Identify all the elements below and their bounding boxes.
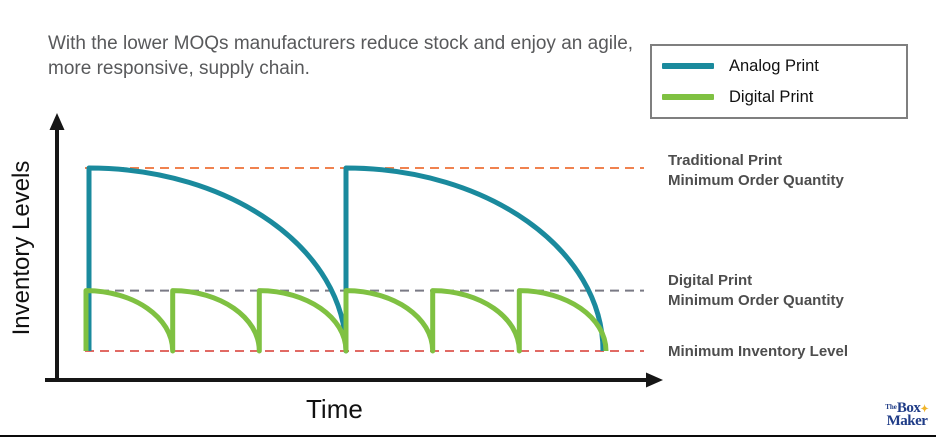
analog-line-swatch bbox=[662, 63, 714, 69]
label-line: Traditional Print bbox=[668, 152, 783, 169]
legend-label-analog: Analog Print bbox=[729, 56, 819, 75]
legend-label-digital: Digital Print bbox=[729, 87, 814, 106]
digital-line-swatch bbox=[662, 94, 714, 100]
label-digital-print-moq: Digital Print Minimum Order Quantity bbox=[668, 271, 928, 311]
label-line: Minimum Order Quantity bbox=[668, 292, 844, 309]
x-axis-title: Time bbox=[306, 394, 363, 424]
label-traditional-print-moq: Traditional Print Minimum Order Quantity bbox=[668, 151, 928, 191]
legend-item-digital: Digital Print bbox=[662, 88, 906, 107]
logo-top-line: TheBox✦ bbox=[879, 401, 935, 416]
y-axis-arrow bbox=[49, 113, 65, 130]
chart-subtitle: With the lower MOQs manufacturers reduce… bbox=[48, 33, 634, 80]
label-line: Minimum Order Quantity bbox=[668, 172, 844, 189]
boxmaker-logo: TheBox✦ Maker bbox=[879, 401, 935, 429]
label-line: Minimum Inventory Level bbox=[668, 343, 849, 360]
legend-item-analog: Analog Print bbox=[662, 57, 906, 76]
logo-star-icon: ✦ bbox=[920, 404, 929, 415]
chart-legend: Analog Print Digital Print bbox=[650, 44, 908, 119]
label-line: Digital Print bbox=[668, 272, 753, 289]
logo-box: Box bbox=[896, 400, 921, 416]
logo-the: The bbox=[885, 403, 897, 411]
series-digital-print bbox=[83, 288, 609, 354]
series-layer bbox=[83, 165, 609, 354]
y-axis-title: Inventory Levels bbox=[8, 160, 35, 336]
label-minimum-inventory-level: Minimum Inventory Level bbox=[668, 342, 928, 362]
ref-lines-layer bbox=[85, 167, 644, 352]
bottom-divider bbox=[0, 435, 936, 437]
logo-maker: Maker bbox=[886, 413, 928, 429]
x-axis-arrow bbox=[646, 372, 663, 388]
